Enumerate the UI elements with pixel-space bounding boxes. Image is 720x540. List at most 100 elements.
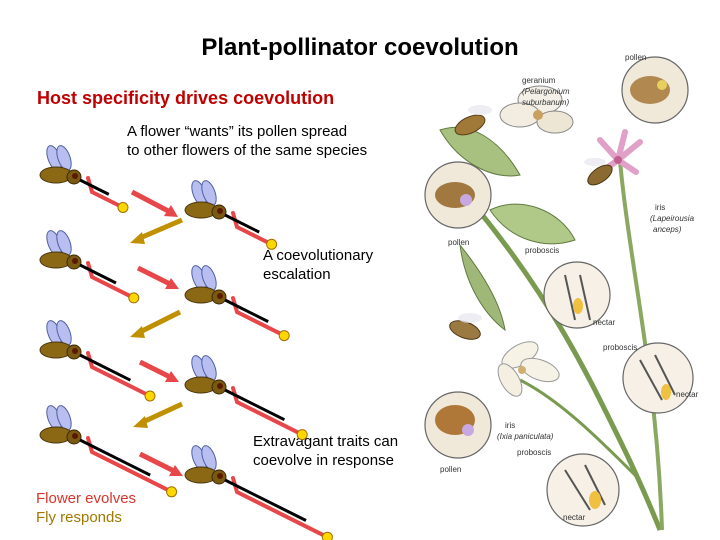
fly-flower-pairs <box>39 145 333 540</box>
label-geranium-species: (Pelargonium <box>522 87 570 96</box>
fly-proboscis <box>79 178 110 196</box>
fly-proboscis <box>79 353 132 382</box>
fly-flower-pair <box>39 405 178 498</box>
note-line: coevolve in response <box>253 452 394 469</box>
fly-proboscis <box>224 478 307 522</box>
flower-tube <box>86 351 148 396</box>
fly-flower-pair <box>39 320 156 402</box>
pollen-inset <box>424 391 492 459</box>
fly-flower-pair <box>39 230 140 304</box>
legend: Flower evolves Fly responds <box>36 489 136 527</box>
pollen-icon <box>117 202 129 213</box>
legend-fly: Fly responds <box>36 509 122 526</box>
pollen-icon <box>266 238 278 250</box>
evolution-arrows <box>130 189 184 476</box>
fly-eye <box>217 208 223 214</box>
flower-evolves-arrow <box>130 189 174 216</box>
arrowhead-icon <box>165 278 179 289</box>
arrowhead-icon <box>169 465 183 476</box>
fly-proboscis <box>224 298 269 323</box>
fly-insect <box>584 158 613 186</box>
fly-proboscis <box>79 438 151 477</box>
note-flower-wants: A flower “wants” its pollen spread to ot… <box>127 122 417 160</box>
ixia-flower <box>497 341 560 397</box>
proboscis-inset <box>543 261 611 329</box>
plant-stem <box>519 378 642 482</box>
fly-eye <box>72 258 78 264</box>
pollen-icon <box>321 531 333 540</box>
flower-tube <box>231 296 283 336</box>
pollen-inset <box>621 56 689 124</box>
fly-responds-arrow <box>139 217 183 241</box>
note-line: Extravagant traits can <box>253 433 399 450</box>
label-iris-species: anceps) <box>653 225 682 234</box>
label-proboscis: proboscis <box>525 246 559 255</box>
fly-flower-pair <box>184 265 290 342</box>
flower-tube <box>86 261 132 298</box>
fly-eye <box>217 293 223 299</box>
arrowhead-icon <box>130 326 145 338</box>
fly-flower-pair <box>184 445 333 540</box>
label-iris-species: (Lapeirousia <box>650 214 695 223</box>
label-pollen: pollen <box>448 238 469 247</box>
label-nectar: nectar <box>676 390 699 399</box>
fly-eye <box>72 433 78 439</box>
arrowhead-icon <box>130 232 145 244</box>
flower-tube <box>86 436 170 492</box>
pollen-icon <box>144 390 156 402</box>
fly-flower-pair <box>184 180 278 250</box>
pollen-icon <box>166 486 178 498</box>
label-iris: iris <box>505 421 515 430</box>
arrowhead-icon <box>165 371 179 382</box>
fly-flower-pair <box>184 355 308 441</box>
flower-evolves-arrow <box>138 359 174 381</box>
fly-eye <box>72 173 78 179</box>
note-line: A coevolutionary <box>263 247 374 264</box>
leaf <box>489 203 576 245</box>
label-proboscis: proboscis <box>517 448 551 457</box>
fly-proboscis <box>79 263 117 285</box>
section-subtitle: Host specificity drives coevolution <box>37 88 335 108</box>
flower-tube <box>231 211 270 245</box>
fly-eye <box>72 348 78 354</box>
fly-flower-pair <box>39 145 129 213</box>
pollen-inset <box>424 161 492 229</box>
leaf <box>459 243 506 332</box>
flower-tube <box>86 176 121 208</box>
arrowhead-icon <box>164 205 178 217</box>
note-extravagant: Extravagant traits can coevolve in respo… <box>253 432 423 470</box>
arrowhead-icon <box>133 416 148 428</box>
page-title: Plant-pollinator coevolution <box>201 34 519 61</box>
geranium-flower <box>499 85 574 134</box>
fly-insect <box>449 313 482 340</box>
label-nectar: nectar <box>563 513 586 522</box>
flower-evolves-arrow <box>136 265 174 288</box>
label-geranium-species: suburbanum) <box>522 98 569 107</box>
label-geranium: geranium <box>522 76 556 85</box>
fly-proboscis <box>224 388 286 422</box>
pollen-icon <box>278 330 290 342</box>
note-line: to other flowers of the same species <box>127 142 368 159</box>
fly-responds-arrow <box>138 309 182 335</box>
label-pollen: pollen <box>625 53 646 62</box>
bee-insect <box>454 105 492 136</box>
fly-proboscis <box>224 213 260 234</box>
iris-flower <box>597 129 643 175</box>
legend-flower: Flower evolves <box>36 490 137 507</box>
fly-eye <box>217 383 223 389</box>
proboscis-inset <box>622 342 694 414</box>
label-proboscis: proboscis <box>603 343 637 352</box>
label-iris: iris <box>655 203 665 212</box>
pollen-icon <box>296 429 308 441</box>
label-iris-species: (Ixia paniculata) <box>497 432 554 441</box>
pollen-icon <box>128 292 140 304</box>
proboscis-inset <box>546 453 620 527</box>
flower-evolves-arrow <box>138 451 178 475</box>
flower-tube <box>231 476 326 538</box>
label-pollen: pollen <box>440 465 461 474</box>
note-line: escalation <box>263 266 331 283</box>
fly-eye <box>217 473 223 479</box>
note-line: A flower “wants” its pollen spread <box>127 123 348 140</box>
botanical-illustration: geranium (Pelargonium suburbanum) pollen… <box>424 53 699 531</box>
